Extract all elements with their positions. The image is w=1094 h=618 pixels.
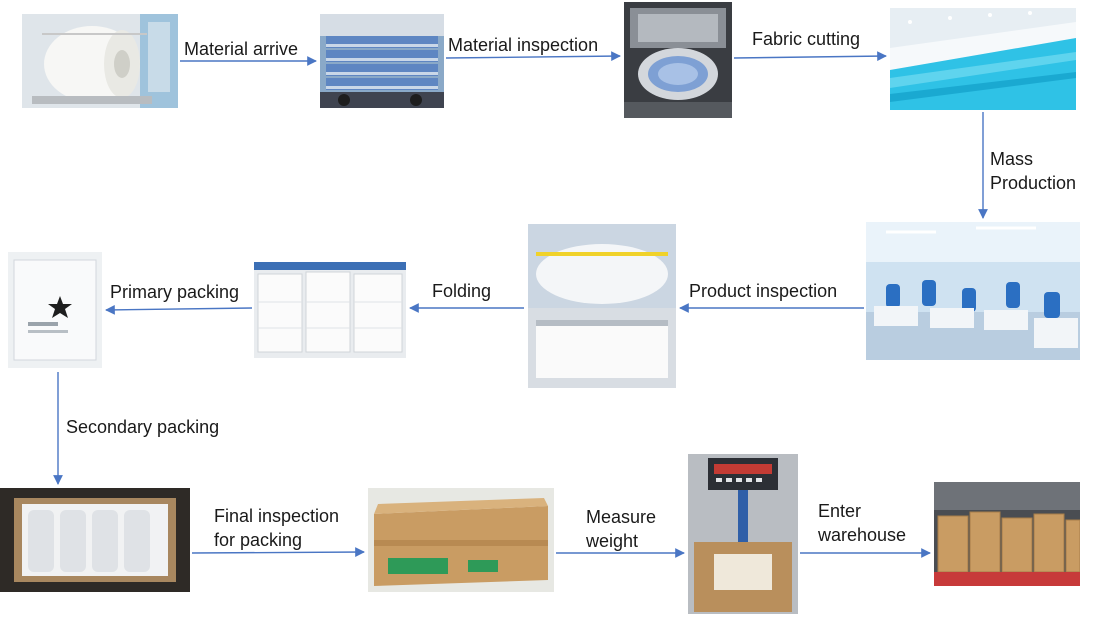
arrow-final-inspection bbox=[191, 547, 365, 557]
label-fabric-cutting: Fabric cutting bbox=[752, 29, 861, 49]
photo-primary-packing bbox=[8, 252, 102, 368]
photo-inspection-machine bbox=[624, 2, 732, 118]
label-enter-warehouse: Enter warehouse bbox=[818, 501, 907, 545]
arrow-material-inspection bbox=[445, 51, 621, 62]
label-secondary-packing: Secondary packing bbox=[66, 417, 220, 437]
label-mass-production: Mass Production bbox=[990, 149, 1077, 193]
arrow-primary-packing bbox=[105, 304, 253, 315]
label-material-inspection: Material inspection bbox=[448, 35, 599, 55]
photo-mass-production bbox=[866, 222, 1080, 360]
label-folding: Folding bbox=[432, 281, 492, 301]
label-product-inspection: Product inspection bbox=[689, 281, 838, 301]
photo-warehouse bbox=[934, 482, 1080, 586]
photo-material-roll bbox=[22, 14, 178, 108]
label-final-inspection: Final inspection for packing bbox=[214, 506, 340, 550]
photo-product-inspection bbox=[528, 224, 676, 388]
photo-folding bbox=[254, 262, 406, 358]
label-measure-weight: Measure weight bbox=[586, 507, 657, 551]
photo-final-inspection-box bbox=[368, 488, 554, 592]
arrow-fabric-cutting bbox=[733, 51, 887, 62]
photo-fabric-cutting bbox=[890, 8, 1076, 110]
photo-material-truck bbox=[320, 14, 444, 108]
label-primary-packing: Primary packing bbox=[110, 282, 240, 302]
photo-secondary-packing bbox=[0, 488, 190, 592]
label-material-arrive: Material arrive bbox=[184, 39, 299, 59]
photo-measure-weight bbox=[688, 454, 798, 614]
